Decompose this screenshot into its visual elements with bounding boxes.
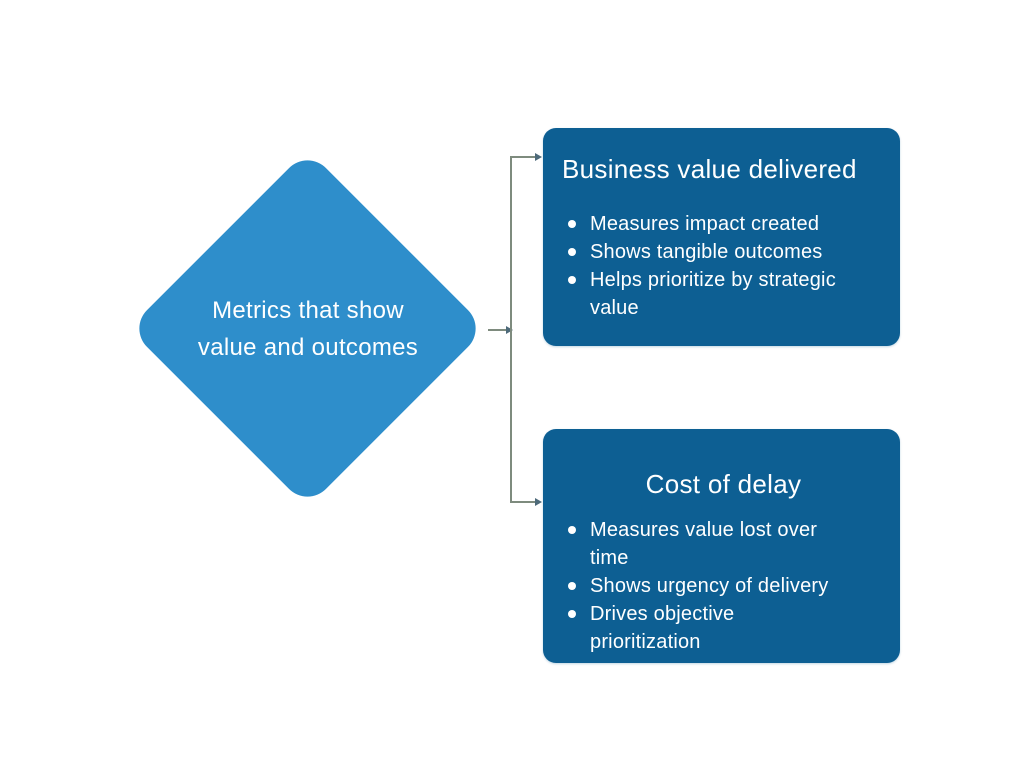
list-item: Helps prioritize by strategic value [561,266,875,322]
bullet-dot-icon [568,220,576,228]
node-business-value-delivered: Business value delivered Measures impact… [543,128,900,346]
connector-trunk [510,156,512,502]
root-node-label-line2: value and outcomes [197,334,419,361]
list-item: Measures impact created [561,210,875,238]
bullet-text: Measures impact created [590,213,820,235]
bullet-dot-icon [568,526,576,534]
bullet-dot-icon [568,248,576,256]
arrowhead-icon [535,498,542,506]
root-node-label-line1: Metrics that show [212,297,404,324]
list-item: Drives objective prioritization [561,600,840,656]
list-item: Shows tangible outcomes [561,238,875,266]
node-bullet-list: Measures impact created Shows tangible o… [561,210,886,322]
root-node-label: Metrics that show value and outcomes [148,292,468,366]
arrowhead-icon [535,153,542,161]
node-bullet-list: Measures value lost over time Shows urge… [561,516,886,656]
node-title: Cost of delay [645,469,802,499]
bullet-text: Measures value lost over time [590,519,818,569]
node-cost-of-delay: Cost of delay Measures value lost over t… [543,429,900,663]
bullet-dot-icon [568,582,576,590]
bullet-text: Drives objective prioritization [590,603,735,653]
bullet-text: Shows tangible outcomes [590,241,823,263]
connector-to-node-2 [510,501,535,503]
bullet-text: Helps prioritize by strategic value [590,269,836,319]
bullet-dot-icon [568,610,576,618]
bullet-dot-icon [568,276,576,284]
list-item: Shows urgency of delivery [561,572,840,600]
bullet-text: Shows urgency of delivery [590,575,829,597]
connector-to-node-1 [510,156,535,158]
arrowhead-icon [506,326,513,334]
connector-root-to-trunk [488,329,508,331]
node-title: Business value delivered [562,154,857,184]
list-item: Measures value lost over time [561,516,840,572]
